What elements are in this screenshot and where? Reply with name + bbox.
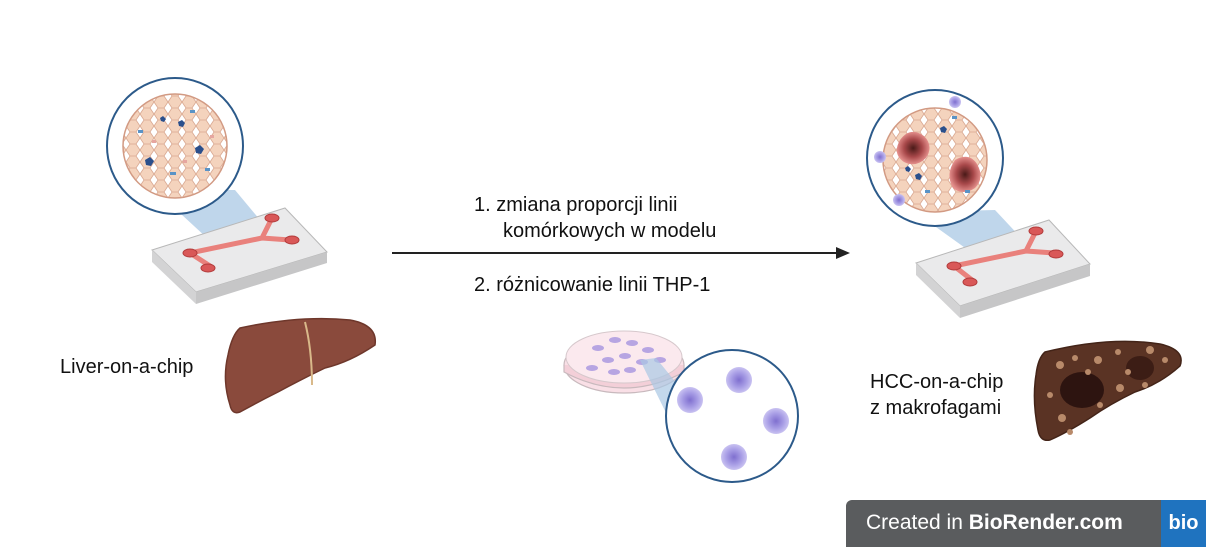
hcc-label-line2: z makrofagami [870, 397, 1002, 419]
biorender-watermark[interactable]: Created in BioRender.com bio [846, 500, 1206, 547]
watermark-brand: BioRender.com [968, 511, 1123, 534]
diseased-liver-icon [1033, 340, 1182, 442]
right-spheroid-lens [866, 89, 1004, 227]
liver-on-a-chip-label: Liver-on-a-chip [60, 356, 194, 378]
left-spheroid-lens [106, 77, 244, 215]
left-chip [151, 207, 328, 304]
liver-icon [224, 317, 377, 414]
microfluidic-chip-icon [182, 213, 300, 273]
right-chip [915, 219, 1091, 318]
hcc-label-line1: HCC-on-a-chip [870, 371, 1004, 393]
macrophage-lens [665, 349, 799, 483]
step1-line2: komórkowych w modelu [503, 220, 717, 242]
watermark-prefix: Created in [866, 511, 969, 534]
step1-line1: 1. zmiana proporcji linii [474, 194, 678, 216]
macrophage-icon [677, 367, 789, 470]
step2-label: 2. różnicowanie linii THP-1 [474, 274, 711, 296]
spheroid-icon [122, 93, 228, 199]
microfluidic-chip-icon [946, 226, 1064, 287]
biorender-logo-icon: bio [1161, 500, 1206, 547]
arrow-icon [392, 247, 850, 259]
